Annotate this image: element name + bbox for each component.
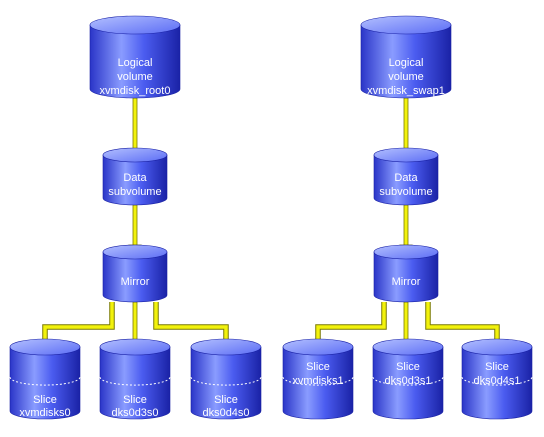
cylinder-top xyxy=(102,147,168,163)
cylinder-divider xyxy=(282,376,354,386)
cylinder-shape xyxy=(190,338,262,420)
volume-label-line1: Logical xyxy=(118,57,153,69)
data-subvolume-right: Data subvolume xyxy=(373,147,439,206)
cylinder-shape xyxy=(373,244,439,303)
slice-dks0d3s0: Slice dks0d3s0 xyxy=(99,338,171,420)
arrow-shaft xyxy=(43,302,114,341)
cylinder-shape xyxy=(373,147,439,206)
cylinder-body xyxy=(102,251,168,303)
cylinder-top xyxy=(372,338,444,356)
slice-label-line2: xvmdisks0 xyxy=(19,407,70,419)
volume-label-line2: volume xyxy=(117,71,152,83)
logical-volume-root0: Logical volume xvmdisk_root0 xyxy=(89,15,181,99)
volume-label-line1: Logical xyxy=(389,57,424,69)
cylinder-body xyxy=(99,346,171,420)
cylinder-top xyxy=(99,338,171,356)
cylinder-divider xyxy=(372,376,444,386)
slice-label-line2: dks0d4s0 xyxy=(202,407,249,419)
cylinder-top xyxy=(360,15,452,35)
cylinder-body xyxy=(373,154,439,206)
slice-xvmdisks0: Slice xvmdisks0 xyxy=(9,338,81,420)
arrow-outline xyxy=(315,302,387,341)
arrow-shaft xyxy=(426,302,499,341)
slice-label-line1: Slice xyxy=(485,361,509,373)
cylinder-top xyxy=(9,338,81,356)
cylinder-shape xyxy=(89,15,181,99)
arrow-shaft xyxy=(403,204,409,247)
arrow-shaft xyxy=(316,302,386,341)
slice-dks0d4s0: Slice dks0d4s0 xyxy=(190,338,262,420)
cylinder-shape xyxy=(102,244,168,303)
cylinder-top xyxy=(282,338,354,356)
data-label-line2: subvolume xyxy=(379,186,432,198)
arrow-outline xyxy=(425,302,500,341)
cylinder-body xyxy=(373,251,439,303)
cylinder-body xyxy=(102,154,168,206)
cylinder-body xyxy=(282,346,354,420)
slice-label-line2: dks0d3s1 xyxy=(384,375,431,387)
slice-label-line2: dks0d3s0 xyxy=(111,407,158,419)
cylinder-top xyxy=(461,338,533,356)
slice-label-line1: Slice xyxy=(306,361,330,373)
mirror-label: Mirror xyxy=(121,276,150,288)
cylinder-top xyxy=(102,244,168,260)
data-label-line2: subvolume xyxy=(108,186,161,198)
slice-dks0d3s1: Slice dks0d3s1 xyxy=(372,338,444,420)
mirror-left: Mirror xyxy=(102,244,168,303)
mirror-label: Mirror xyxy=(392,276,421,288)
volume-label-line3: xvmdisk_root0 xyxy=(100,85,171,97)
cylinder-shape xyxy=(102,147,168,206)
data-subvolume-left: Data subvolume xyxy=(102,147,168,206)
arrow-shaft xyxy=(132,301,138,342)
slice-label-line2: dks0d4s1 xyxy=(473,375,520,387)
volume-label-line2: volume xyxy=(388,71,423,83)
cylinder-body xyxy=(190,346,262,420)
volume-label-line3: xvmdisk_swap1 xyxy=(367,85,445,97)
data-label-line1: Data xyxy=(394,172,418,184)
arrow-shaft xyxy=(403,301,409,342)
slice-label-line1: Slice xyxy=(396,361,420,373)
cylinder-body xyxy=(372,346,444,420)
cylinder-shape xyxy=(282,338,354,420)
data-label-line1: Data xyxy=(123,172,147,184)
cylinder-body xyxy=(9,346,81,420)
cylinder-divider xyxy=(99,376,171,386)
cylinder-body xyxy=(89,24,181,99)
cylinder-top xyxy=(89,15,181,35)
cylinder-body xyxy=(461,346,533,420)
arrow-outline xyxy=(153,302,229,341)
arrow-shaft xyxy=(403,97,409,153)
cylinder-shape xyxy=(99,338,171,420)
cylinder-body xyxy=(360,24,452,99)
arrow-shaft xyxy=(132,204,138,247)
mirror-right: Mirror xyxy=(373,244,439,303)
slice-label-line1: Slice xyxy=(214,394,238,406)
cylinder-divider xyxy=(190,376,262,386)
slice-label-line1: Slice xyxy=(33,394,57,406)
connectors xyxy=(38,97,504,350)
arrow-shaft xyxy=(154,302,228,341)
nodes: Logical volume xvmdisk_root0 Data subvol… xyxy=(9,15,533,420)
arrow-outline xyxy=(42,302,115,341)
cylinder-shape xyxy=(9,338,81,420)
logical-volume-swap1: Logical volume xvmdisk_swap1 xyxy=(360,15,452,99)
slice-xvmdisks1: Slice xvmdisks1 xyxy=(282,338,354,420)
slice-label-line2: xvmdisks1 xyxy=(292,375,343,387)
slice-label-line1: Slice xyxy=(123,394,147,406)
cylinder-shape xyxy=(372,338,444,420)
cylinder-shape xyxy=(360,15,452,99)
cylinder-top xyxy=(373,244,439,260)
slice-dks0d4s1: Slice dks0d4s1 xyxy=(461,338,533,420)
cylinder-top xyxy=(190,338,262,356)
arrow-shaft xyxy=(132,97,138,153)
cylinder-shape xyxy=(461,338,533,420)
cylinder-top xyxy=(373,147,439,163)
cylinder-divider xyxy=(461,376,533,386)
cylinder-divider xyxy=(9,376,81,386)
